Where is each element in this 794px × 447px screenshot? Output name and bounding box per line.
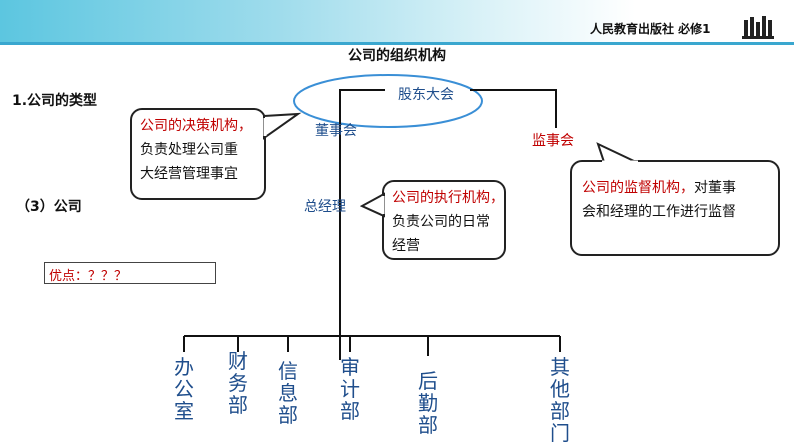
- publisher-label: 人民教育出版社 必修1: [590, 22, 711, 36]
- supervisors-callout-line2: 会和经理的工作进行监督: [582, 204, 736, 220]
- dept-office: 办公室: [174, 355, 194, 423]
- subsection-heading: （3）公司: [16, 199, 82, 215]
- manager-callout-tail: [360, 192, 385, 218]
- shareholders-ellipse: [293, 74, 483, 128]
- supervisors-callout-tail: [596, 142, 638, 164]
- trunk-line: [339, 89, 385, 360]
- section-heading: 1.公司的类型: [12, 93, 98, 109]
- board-node: 董事会: [315, 123, 357, 139]
- supervisors-node: 监事会: [532, 133, 574, 149]
- shareholders-node: 股东大会: [398, 87, 454, 103]
- manager-node: 总经理: [304, 199, 346, 215]
- dept-information: 信息部: [278, 359, 298, 427]
- advantage-text: 优点：？？？: [49, 269, 128, 284]
- manager-callout: 公司的执行机构， 负责公司的日常 经营: [382, 180, 506, 260]
- board-callout-highlight: 公司的决策机构，: [140, 118, 252, 134]
- advantage-box: 优点：？？？: [44, 262, 216, 284]
- header-divider: [0, 42, 794, 45]
- header-banner: [0, 0, 794, 44]
- dept-other: 其他部门: [550, 355, 570, 445]
- supervisor-branch-line: [470, 89, 557, 128]
- manager-callout-highlight: 公司的执行机构，: [392, 190, 504, 206]
- manager-callout-line3: 经营: [392, 238, 420, 254]
- board-callout-line3: 大经营管理事宜: [140, 166, 238, 182]
- supervisors-callout-highlight: 公司的监督机构，: [582, 180, 694, 196]
- supervisors-callout-rest: 对董事: [694, 180, 736, 196]
- board-callout-line2: 负责处理公司重: [140, 142, 238, 158]
- board-callout: 公司的决策机构， 负责处理公司重 大经营管理事宜: [130, 108, 266, 200]
- manager-callout-line2: 负责公司的日常: [392, 214, 490, 230]
- books-icon: [742, 16, 774, 39]
- dept-logistics: 后勤部: [418, 369, 438, 437]
- slide-title: 公司的组织机构: [348, 48, 446, 64]
- dept-audit: 审计部: [340, 355, 360, 423]
- board-callout-tail: [263, 112, 302, 140]
- supervisors-callout-line1: 公司的监督机构，对董事: [582, 176, 768, 200]
- supervisors-callout: 公司的监督机构，对董事 会和经理的工作进行监督: [570, 160, 780, 256]
- dept-finance: 财务部: [228, 349, 248, 417]
